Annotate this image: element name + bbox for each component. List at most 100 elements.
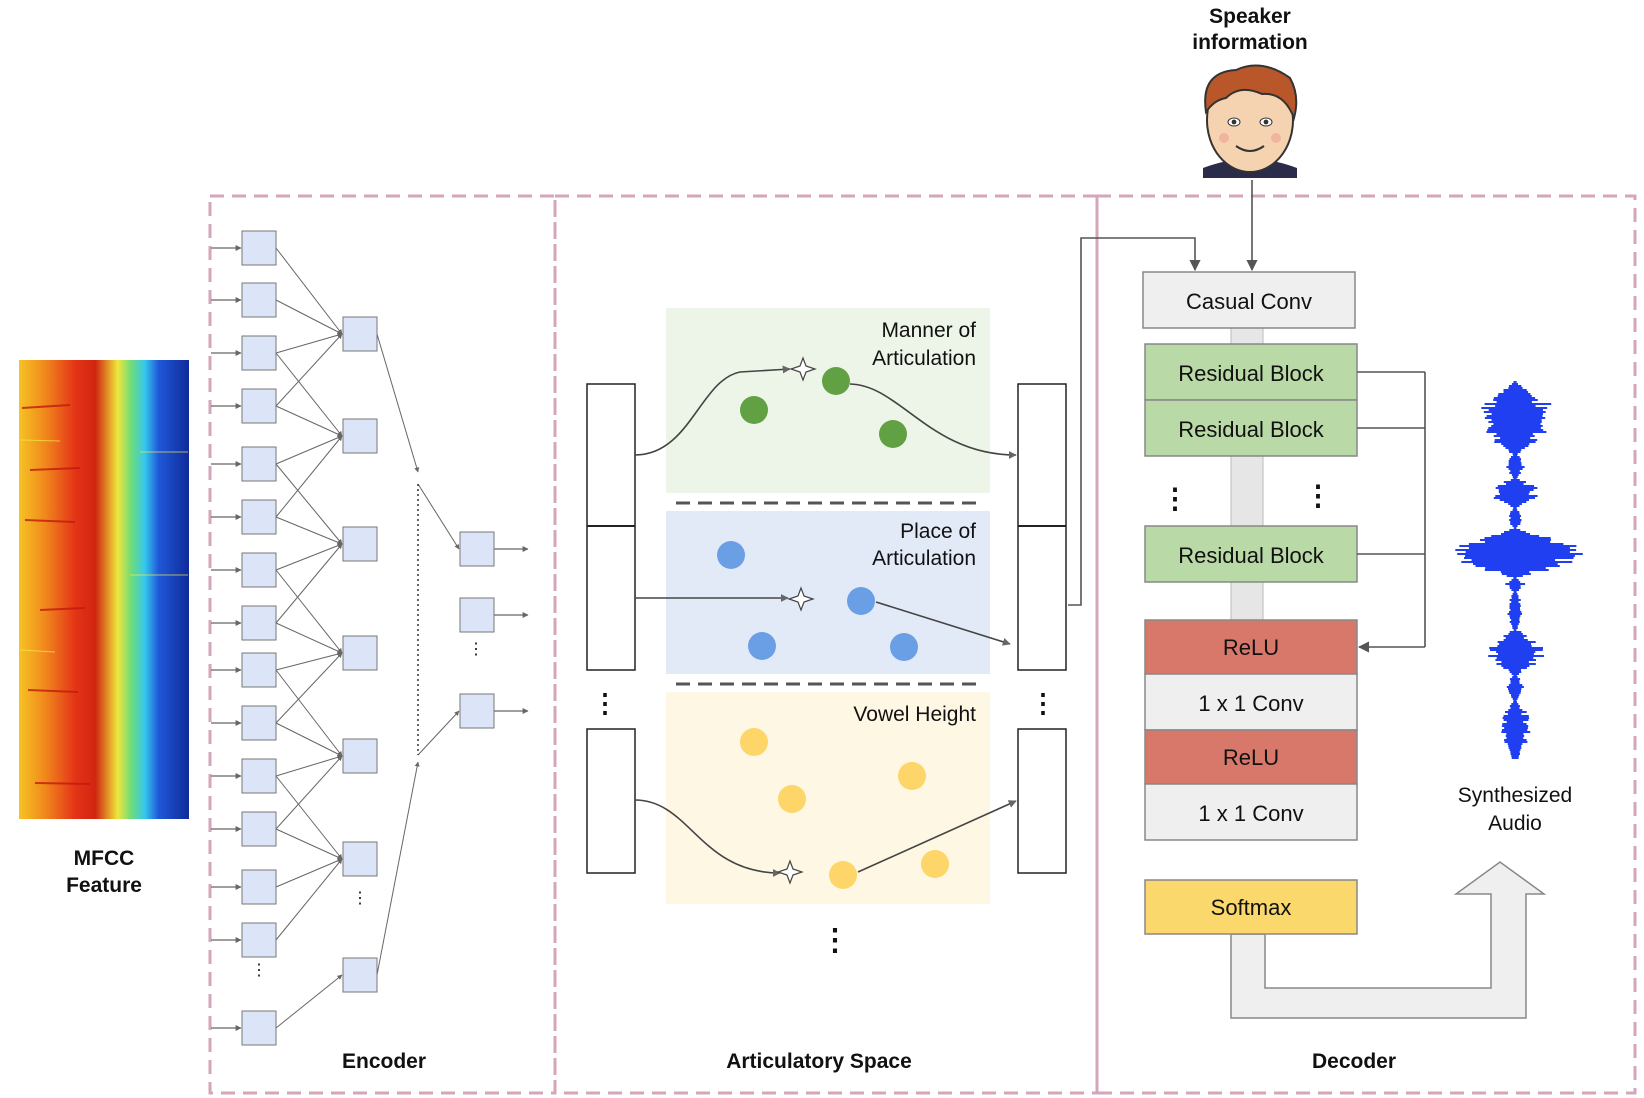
encoder-title: Encoder bbox=[342, 1050, 426, 1073]
residual-ellipsis-left: ⋮ bbox=[1161, 483, 1189, 514]
encoder-node bbox=[241, 446, 277, 482]
encoder-node bbox=[241, 922, 277, 958]
relu-block-2: ReLU bbox=[1144, 729, 1358, 785]
encoder-node bbox=[241, 705, 277, 741]
encoder-connection bbox=[275, 651, 343, 671]
encoder-node bbox=[241, 758, 277, 794]
encoder-node bbox=[241, 1010, 277, 1046]
mfcc-label-line1: MFCC bbox=[74, 847, 135, 870]
encoder-layer2-ellipsis: ⋮ bbox=[352, 890, 368, 907]
svg-text:1 x 1 Conv: 1 x 1 Conv bbox=[1198, 691, 1303, 716]
svg-text:1 x 1 Conv: 1 x 1 Conv bbox=[1198, 801, 1303, 826]
left-vector-ellipsis: ⋮ bbox=[592, 688, 618, 718]
encoder-connection bbox=[275, 352, 343, 437]
encoder-node bbox=[241, 869, 277, 905]
encoder-connection bbox=[275, 652, 343, 724]
encoder-node bbox=[342, 841, 378, 877]
svg-text:Residual Block: Residual Block bbox=[1178, 361, 1325, 386]
encoder-node bbox=[459, 693, 495, 729]
casual-conv-block: Casual Conv bbox=[1142, 271, 1356, 329]
encoder-connection bbox=[275, 858, 343, 941]
conv1x1-block-2: 1 x 1 Conv bbox=[1144, 783, 1358, 841]
manner-region bbox=[666, 308, 990, 493]
encoder-connection bbox=[275, 722, 343, 757]
mfcc-spectrogram bbox=[19, 360, 189, 819]
articulatory-title: Articulatory Space bbox=[726, 1050, 912, 1073]
decoder-title: Decoder bbox=[1312, 1050, 1396, 1073]
encoder-connection bbox=[275, 622, 343, 654]
encoder-connection bbox=[275, 754, 343, 777]
encoder-connection bbox=[275, 247, 343, 335]
encoder-frame bbox=[208, 194, 557, 1095]
encoder-connection bbox=[275, 333, 343, 407]
residual-block-1: Residual Block bbox=[1144, 343, 1358, 401]
encoder-connection bbox=[275, 974, 343, 1029]
residual-block-3: Residual Block bbox=[1144, 525, 1358, 583]
right-latent-vector bbox=[1017, 383, 1067, 874]
encoder-node bbox=[241, 605, 277, 641]
articulatory-trajectories bbox=[634, 365, 1017, 877]
vowel-label: Vowel Height bbox=[853, 703, 976, 726]
residual-block-2: Residual Block bbox=[1144, 399, 1358, 457]
encoder-connection bbox=[275, 405, 343, 437]
articulatory-more-ellipsis: ⋮ bbox=[820, 924, 850, 957]
encoder-node bbox=[342, 526, 378, 562]
output-label-line1: Synthesized bbox=[1458, 784, 1572, 807]
place-dots bbox=[717, 541, 918, 661]
encoder-layer3-ellipsis: ⋮ bbox=[468, 641, 484, 658]
encoder-connection bbox=[275, 828, 343, 860]
place-label-line1: Place of bbox=[900, 520, 976, 543]
decoder-frame bbox=[1095, 194, 1637, 1095]
skip-connections bbox=[1357, 371, 1426, 653]
encoder-node bbox=[241, 388, 277, 424]
encoder-connection bbox=[275, 755, 343, 830]
encoder-node bbox=[342, 957, 378, 993]
mfcc-label-line2: Feature bbox=[66, 874, 142, 897]
right-vector-ellipsis: ⋮ bbox=[1030, 688, 1056, 718]
encoder-connection bbox=[275, 669, 343, 757]
encoder-connection bbox=[376, 761, 420, 976]
encoder-connection bbox=[417, 483, 460, 550]
waveform-path bbox=[1455, 381, 1583, 759]
encoder-node bbox=[241, 811, 277, 847]
softmax-block: Softmax bbox=[1144, 879, 1358, 935]
manner-dots bbox=[740, 367, 907, 448]
output-channel bbox=[1230, 861, 1547, 1019]
svg-text:Residual Block: Residual Block bbox=[1178, 417, 1325, 442]
decoder-input-arrows bbox=[1068, 180, 1258, 606]
svg-text:ReLU: ReLU bbox=[1223, 745, 1279, 770]
manner-label-line2: Articulation bbox=[872, 347, 976, 370]
encoder-connection bbox=[275, 858, 343, 888]
vowel-dots bbox=[740, 728, 949, 889]
encoder-connection bbox=[275, 463, 343, 545]
encoder-node bbox=[241, 335, 277, 371]
svg-text:ReLU: ReLU bbox=[1223, 635, 1279, 660]
encoder-node bbox=[241, 652, 277, 688]
encoder-connection bbox=[275, 775, 343, 860]
relu-block-1: ReLU bbox=[1144, 619, 1358, 675]
encoder-connection bbox=[275, 569, 343, 654]
encoder-connection bbox=[275, 299, 343, 335]
encoder-connection bbox=[417, 710, 460, 756]
place-region bbox=[666, 511, 990, 674]
left-latent-vector bbox=[586, 383, 636, 874]
conv1x1-block-1: 1 x 1 Conv bbox=[1144, 673, 1358, 731]
audio-waveform-icon bbox=[1455, 381, 1583, 759]
encoder-node bbox=[241, 552, 277, 588]
encoder-node bbox=[342, 316, 378, 352]
svg-text:Casual Conv: Casual Conv bbox=[1186, 289, 1312, 314]
manner-label-line1: Manner of bbox=[881, 319, 976, 342]
encoder-connection bbox=[275, 435, 343, 465]
residual-ellipsis-right: ⋮ bbox=[1304, 480, 1332, 511]
output-label-line2: Audio bbox=[1488, 812, 1542, 835]
speaker-label-line1: Speaker bbox=[1209, 5, 1291, 28]
encoder-node bbox=[241, 230, 277, 266]
encoder-connection bbox=[275, 332, 343, 354]
speaker-label-line2: information bbox=[1192, 31, 1308, 54]
encoder-node bbox=[342, 418, 378, 454]
encoder-node bbox=[241, 499, 277, 535]
svg-text:Residual Block: Residual Block bbox=[1178, 543, 1325, 568]
encoder-connection bbox=[275, 543, 343, 624]
encoder-connection bbox=[275, 516, 343, 545]
